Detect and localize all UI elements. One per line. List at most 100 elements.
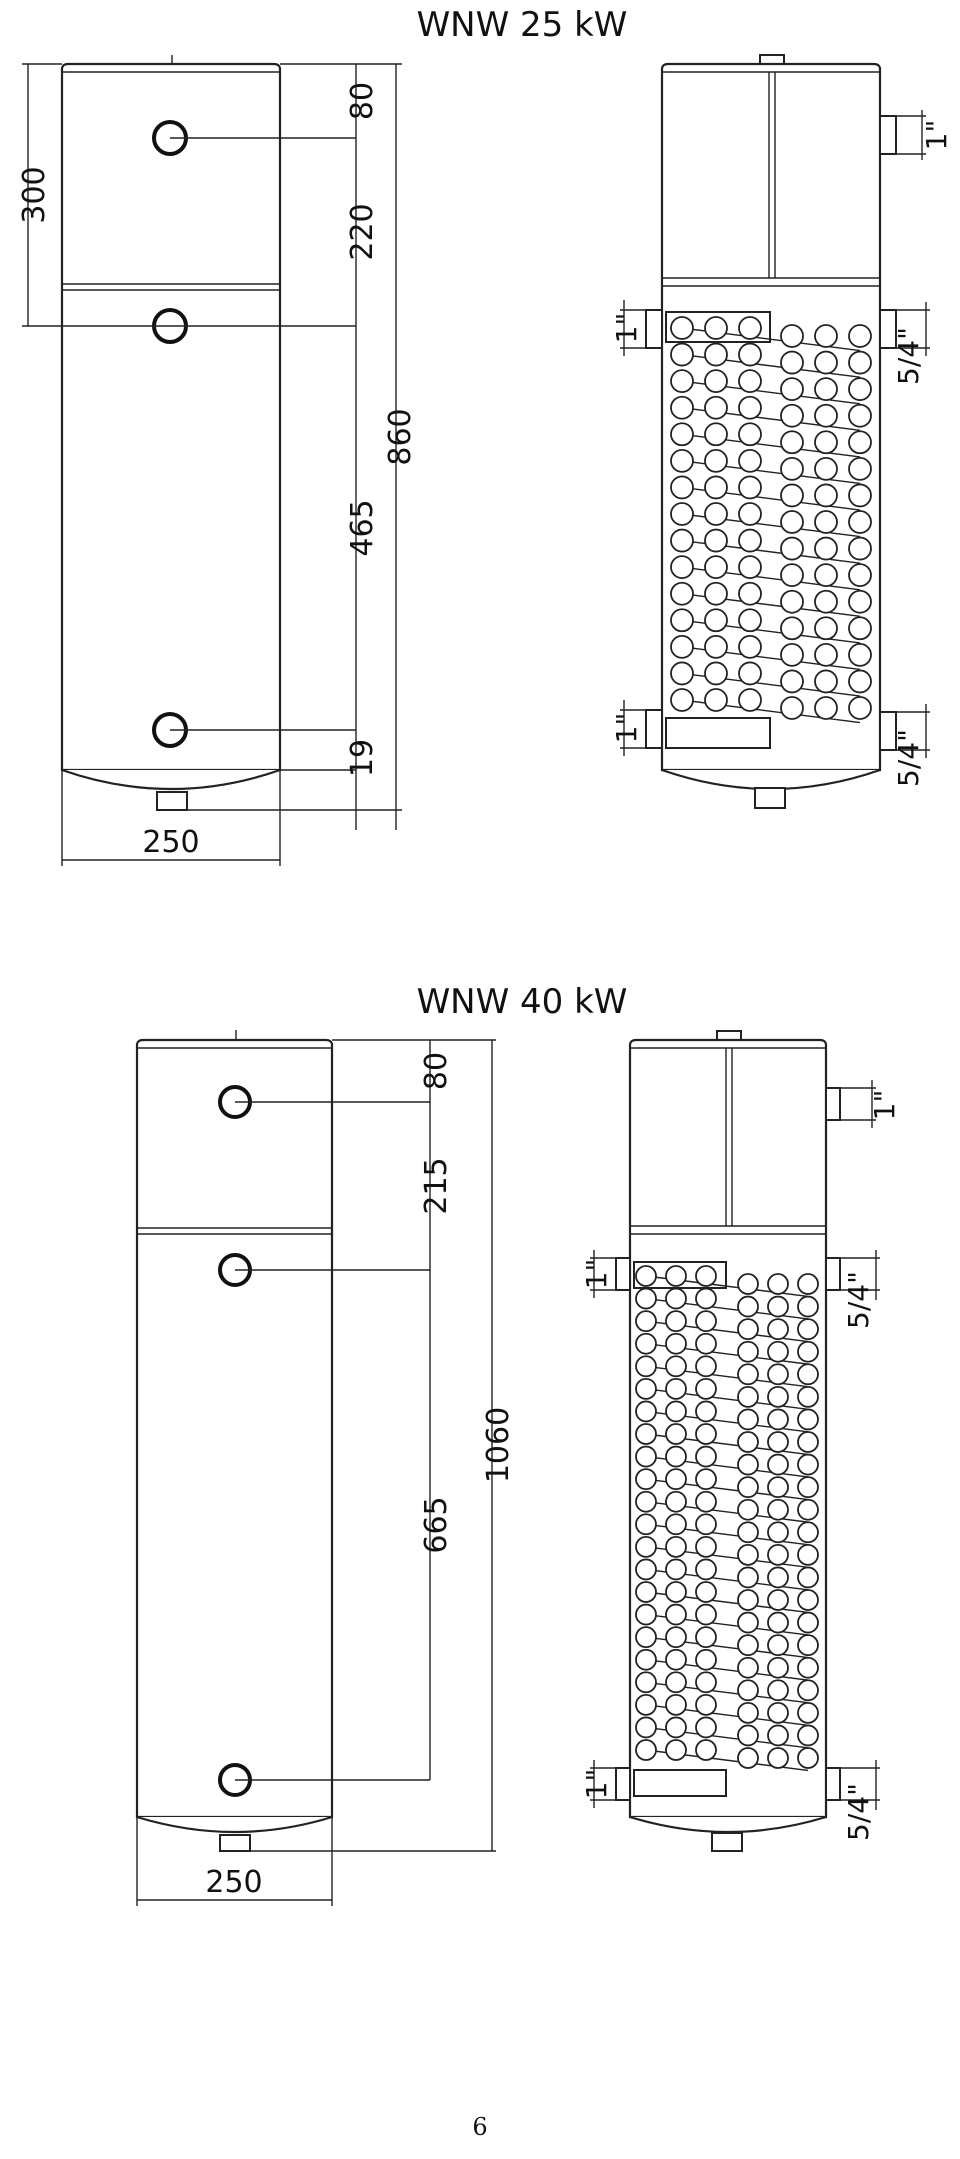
- coil-tube-right: [797, 1295, 819, 1318]
- coil-tube-right: [797, 1589, 819, 1611]
- coil-tube-right: [767, 1318, 789, 1341]
- coil-tube-right: [780, 589, 804, 614]
- coil-tube-right: [814, 456, 838, 481]
- coil-tube-right: [780, 483, 804, 508]
- conn-marker-lower-left: [590, 1760, 616, 1808]
- coil-tube-right: [797, 1476, 819, 1499]
- coil-tube-left: [665, 1445, 687, 1468]
- coil-tube-left: [704, 661, 728, 686]
- coil-tube-right: [737, 1724, 759, 1747]
- coil-tube-left: [665, 1265, 687, 1287]
- conn-label-lower-right: 5/4": [892, 729, 925, 787]
- coil-tube-left: [670, 608, 694, 633]
- coil-tube-right: [737, 1498, 759, 1521]
- coil-tube-right: [780, 430, 804, 455]
- coil-tube-right: [737, 1747, 759, 1769]
- coil-tube-left: [704, 369, 728, 394]
- coil-tube-right: [848, 403, 872, 428]
- coil-tube-right: [848, 510, 872, 534]
- coil-tube-right: [797, 1611, 819, 1634]
- coil-tube-left: [738, 581, 762, 606]
- coil-tube-left: [670, 369, 694, 394]
- coil-tube-left: [665, 1355, 687, 1378]
- coil-tube-right: [848, 430, 872, 455]
- coil-tube-left: [704, 316, 728, 340]
- conn-marker-lower-right: [840, 1760, 880, 1810]
- coil-tube-right: [814, 350, 838, 375]
- coil-tube-right: [814, 430, 838, 455]
- side-view-25: 80 220 465 19 860 300 250: [17, 55, 418, 866]
- coil-tube-left: [670, 528, 694, 553]
- coil-tube-right: [780, 669, 804, 694]
- coil-tube-right: [814, 616, 838, 641]
- coil-tube-left: [670, 502, 694, 526]
- coil-tube-right: [767, 1566, 789, 1589]
- coil-tube-right: [814, 403, 838, 428]
- coil-tube-right: [848, 669, 872, 694]
- coil-tube-right: [780, 563, 804, 588]
- pipe-upper-left: [615, 1257, 631, 1291]
- coil-tube-right: [737, 1543, 759, 1566]
- coil-tube-left: [665, 1310, 687, 1333]
- coil-tube-left: [635, 1671, 657, 1694]
- coil-tube-right: [767, 1340, 789, 1363]
- coil-tube-right: [797, 1340, 819, 1363]
- bottom-drain: [219, 1834, 251, 1852]
- coil-tube-right: [767, 1453, 789, 1476]
- dim-215: 215: [419, 1157, 454, 1214]
- coil-tube-right: [814, 696, 838, 720]
- coil-tube-left: [704, 422, 728, 447]
- page-number: 6: [472, 2113, 487, 2141]
- coil-tube-left: [670, 555, 694, 580]
- coil-tube-left: [738, 634, 762, 659]
- coil-tube-left: [738, 661, 762, 686]
- tank-section-bottom-dome: [661, 768, 881, 791]
- coil-tube-left: [738, 448, 762, 473]
- conn-label-lower-right: 5/4": [842, 1783, 875, 1841]
- coil-tube-left: [635, 1377, 657, 1400]
- coil-tube-right: [767, 1521, 789, 1544]
- coil-tube-right: [848, 483, 872, 508]
- coil-tube-right: [767, 1747, 789, 1769]
- coil-tube-right: [737, 1431, 759, 1453]
- coil-tube-right: [767, 1385, 789, 1408]
- coil-tube-right: [848, 456, 872, 481]
- coil-tube-left: [635, 1423, 657, 1445]
- coil-tube-left: [665, 1468, 687, 1491]
- coil-tube-left: [738, 316, 762, 340]
- coil-tube-left: [635, 1490, 657, 1513]
- dim-250: 250: [142, 825, 199, 860]
- coil-tube-right: [767, 1431, 789, 1453]
- coil-tube-left: [738, 475, 762, 500]
- coil-tube-left: [695, 1355, 717, 1378]
- coil-tube-right: [737, 1385, 759, 1408]
- tank-bottom-dome: [61, 768, 281, 791]
- dim-19: 19: [345, 739, 380, 777]
- coil-tube-right: [780, 616, 804, 641]
- coil-tube-left: [665, 1581, 687, 1603]
- coil-tube-right: [848, 696, 872, 720]
- coil-tube-right: [780, 642, 804, 667]
- dim-860: 860: [383, 408, 418, 465]
- coil-tube-right: [767, 1408, 789, 1431]
- pipe-lower-left: [645, 709, 663, 749]
- tank-section-body: [660, 62, 882, 772]
- coil-tube-right: [814, 642, 838, 667]
- coil-tube-left: [738, 342, 762, 367]
- coil-tube-right: [737, 1453, 759, 1476]
- coil-tube-right: [797, 1747, 819, 1769]
- coil-tube-left: [665, 1626, 687, 1649]
- inlet-tube-lower: [665, 717, 771, 749]
- coil-tube-right: [780, 324, 804, 348]
- coil-tube-right: [737, 1408, 759, 1431]
- coil-tube-left: [738, 422, 762, 447]
- dim-250: 250: [205, 1865, 262, 1900]
- coil-tube-left: [670, 395, 694, 420]
- coil-tube-left: [665, 1490, 687, 1513]
- coil-tube-left: [670, 634, 694, 659]
- coil-tube-right: [767, 1701, 789, 1724]
- dim-80: 80: [345, 82, 380, 120]
- tank-section-bottom-dome: [629, 1815, 827, 1834]
- coil-tube-left: [635, 1468, 657, 1491]
